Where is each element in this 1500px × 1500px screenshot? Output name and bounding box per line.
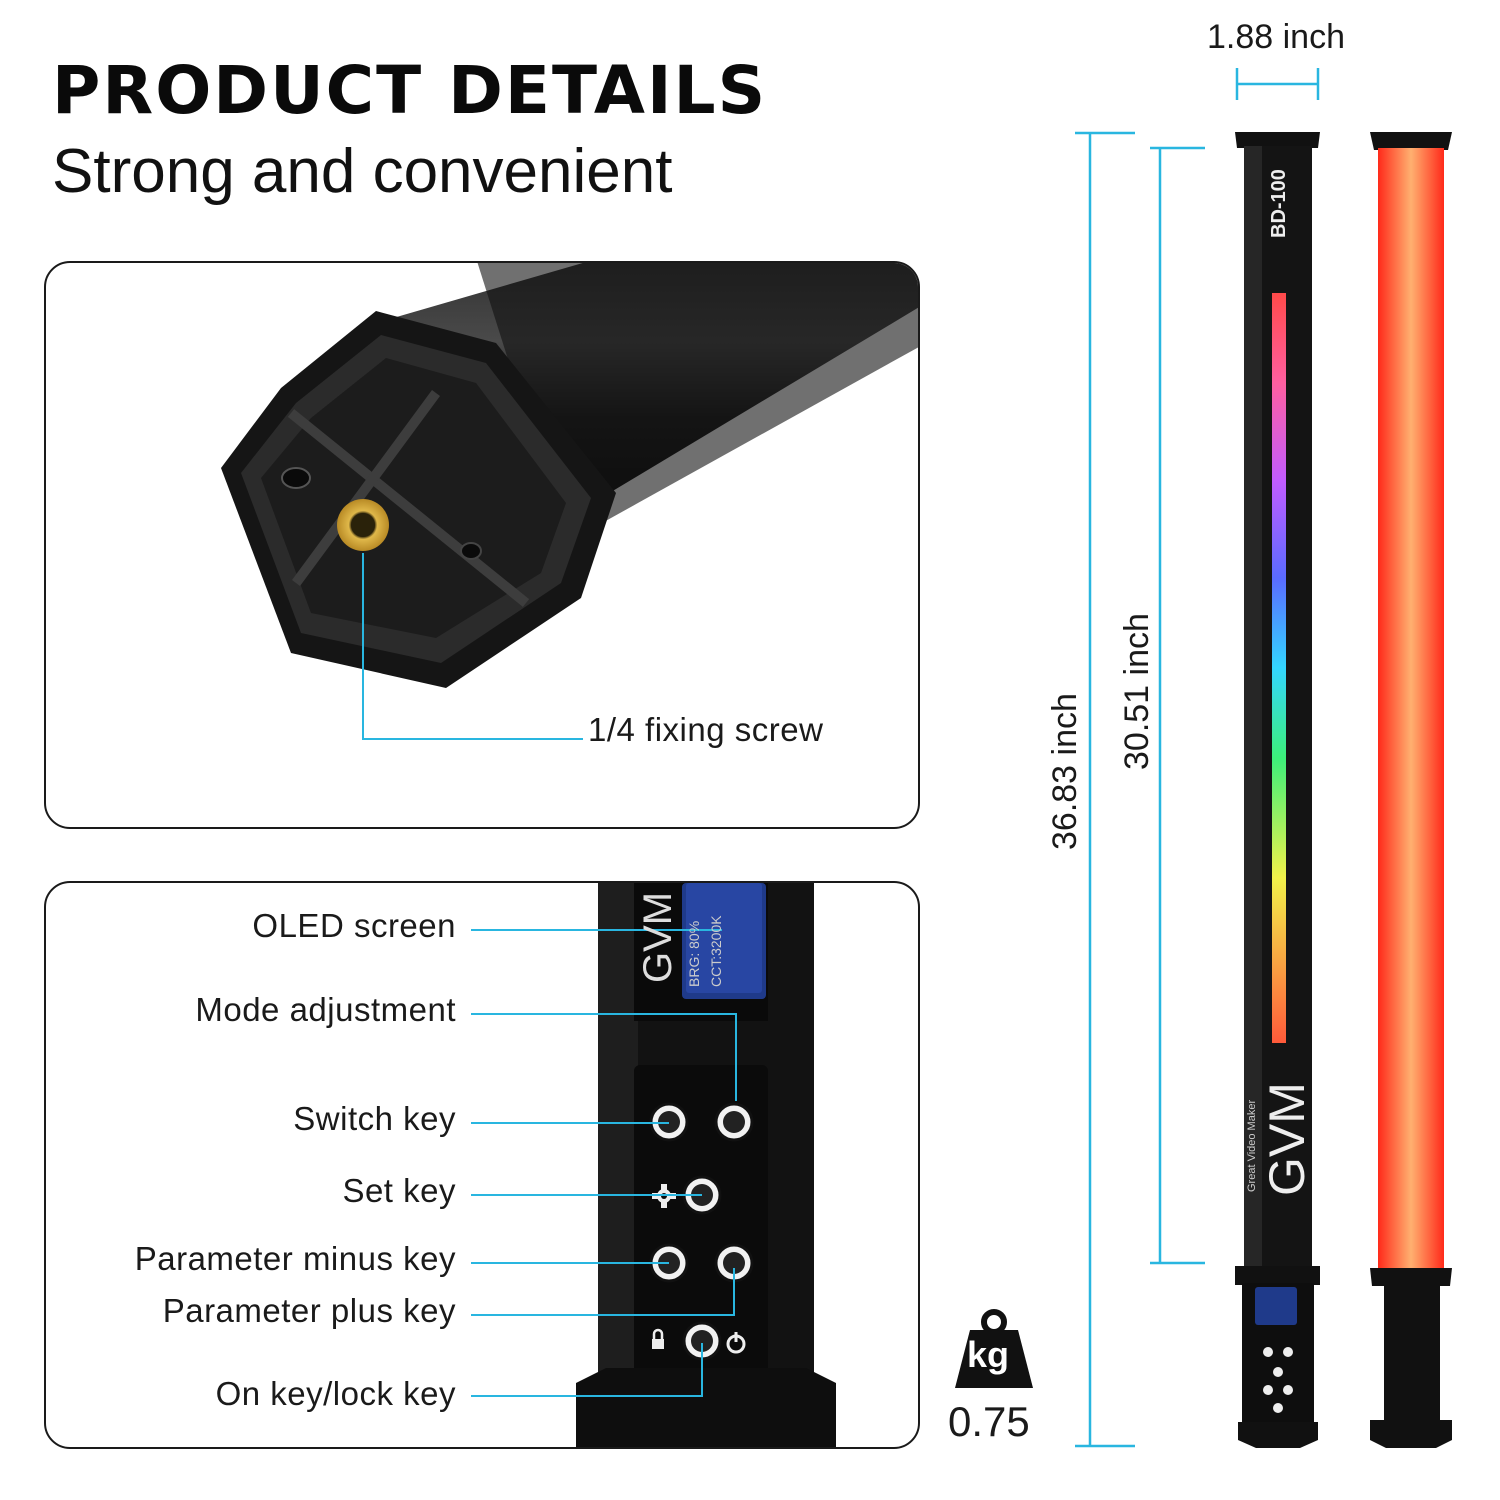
plus-callout-line [471, 1268, 735, 1316]
set-key-label: Set key [342, 1172, 456, 1209]
parameter-minus-key-label: Parameter minus key [134, 1240, 456, 1277]
rgb-led-strip [1272, 293, 1286, 1043]
oled-screen-label: OLED screen [252, 907, 456, 944]
panel-brand: GVM [636, 891, 680, 983]
total-length-dimension: 36.83 inch [1046, 693, 1084, 850]
width-dimension: 1.88 inch [1207, 18, 1345, 56]
switch-key-label: Switch key [293, 1100, 456, 1137]
on-lock-key-label: On key/lock key [215, 1375, 456, 1412]
page-title: PRODUCT DETAILS [52, 52, 768, 129]
weight-unit: kg [967, 1334, 1010, 1375]
screw-callout-line [362, 553, 583, 740]
dark-tube [1235, 132, 1320, 1448]
lock-icon [652, 1339, 664, 1349]
screen-line-2: BRG: 80% [686, 920, 702, 987]
screen-line-3: CCT:3200K [708, 915, 724, 987]
fixing-screw-panel: 1/4 fixing screw [44, 261, 920, 829]
tube-end-illustration [221, 263, 918, 740]
mode-callout-line [471, 1013, 737, 1101]
control-panel-detail: GVM BRG: 80% CCT:3200K OLED screen Mode … [44, 881, 920, 1449]
red-tube [1370, 132, 1452, 1448]
tube-brand-tagline: Great Video Maker [1246, 1099, 1258, 1192]
mode-adjustment-label: Mode adjustment [195, 991, 456, 1028]
power-callout-line [471, 1343, 703, 1397]
page-subtitle: Strong and convenient [52, 137, 673, 206]
model-label: BD-100 [1268, 169, 1290, 238]
fixing-screw-label: 1/4 fixing screw [588, 711, 824, 748]
light-length-dimension: 30.51 inch [1118, 613, 1156, 770]
weight-value: 0.75 [948, 1398, 1030, 1445]
control-panel-illustration [471, 883, 836, 1447]
tube-brand: GVM [1259, 1082, 1315, 1196]
parameter-plus-key-label: Parameter plus key [162, 1292, 456, 1329]
